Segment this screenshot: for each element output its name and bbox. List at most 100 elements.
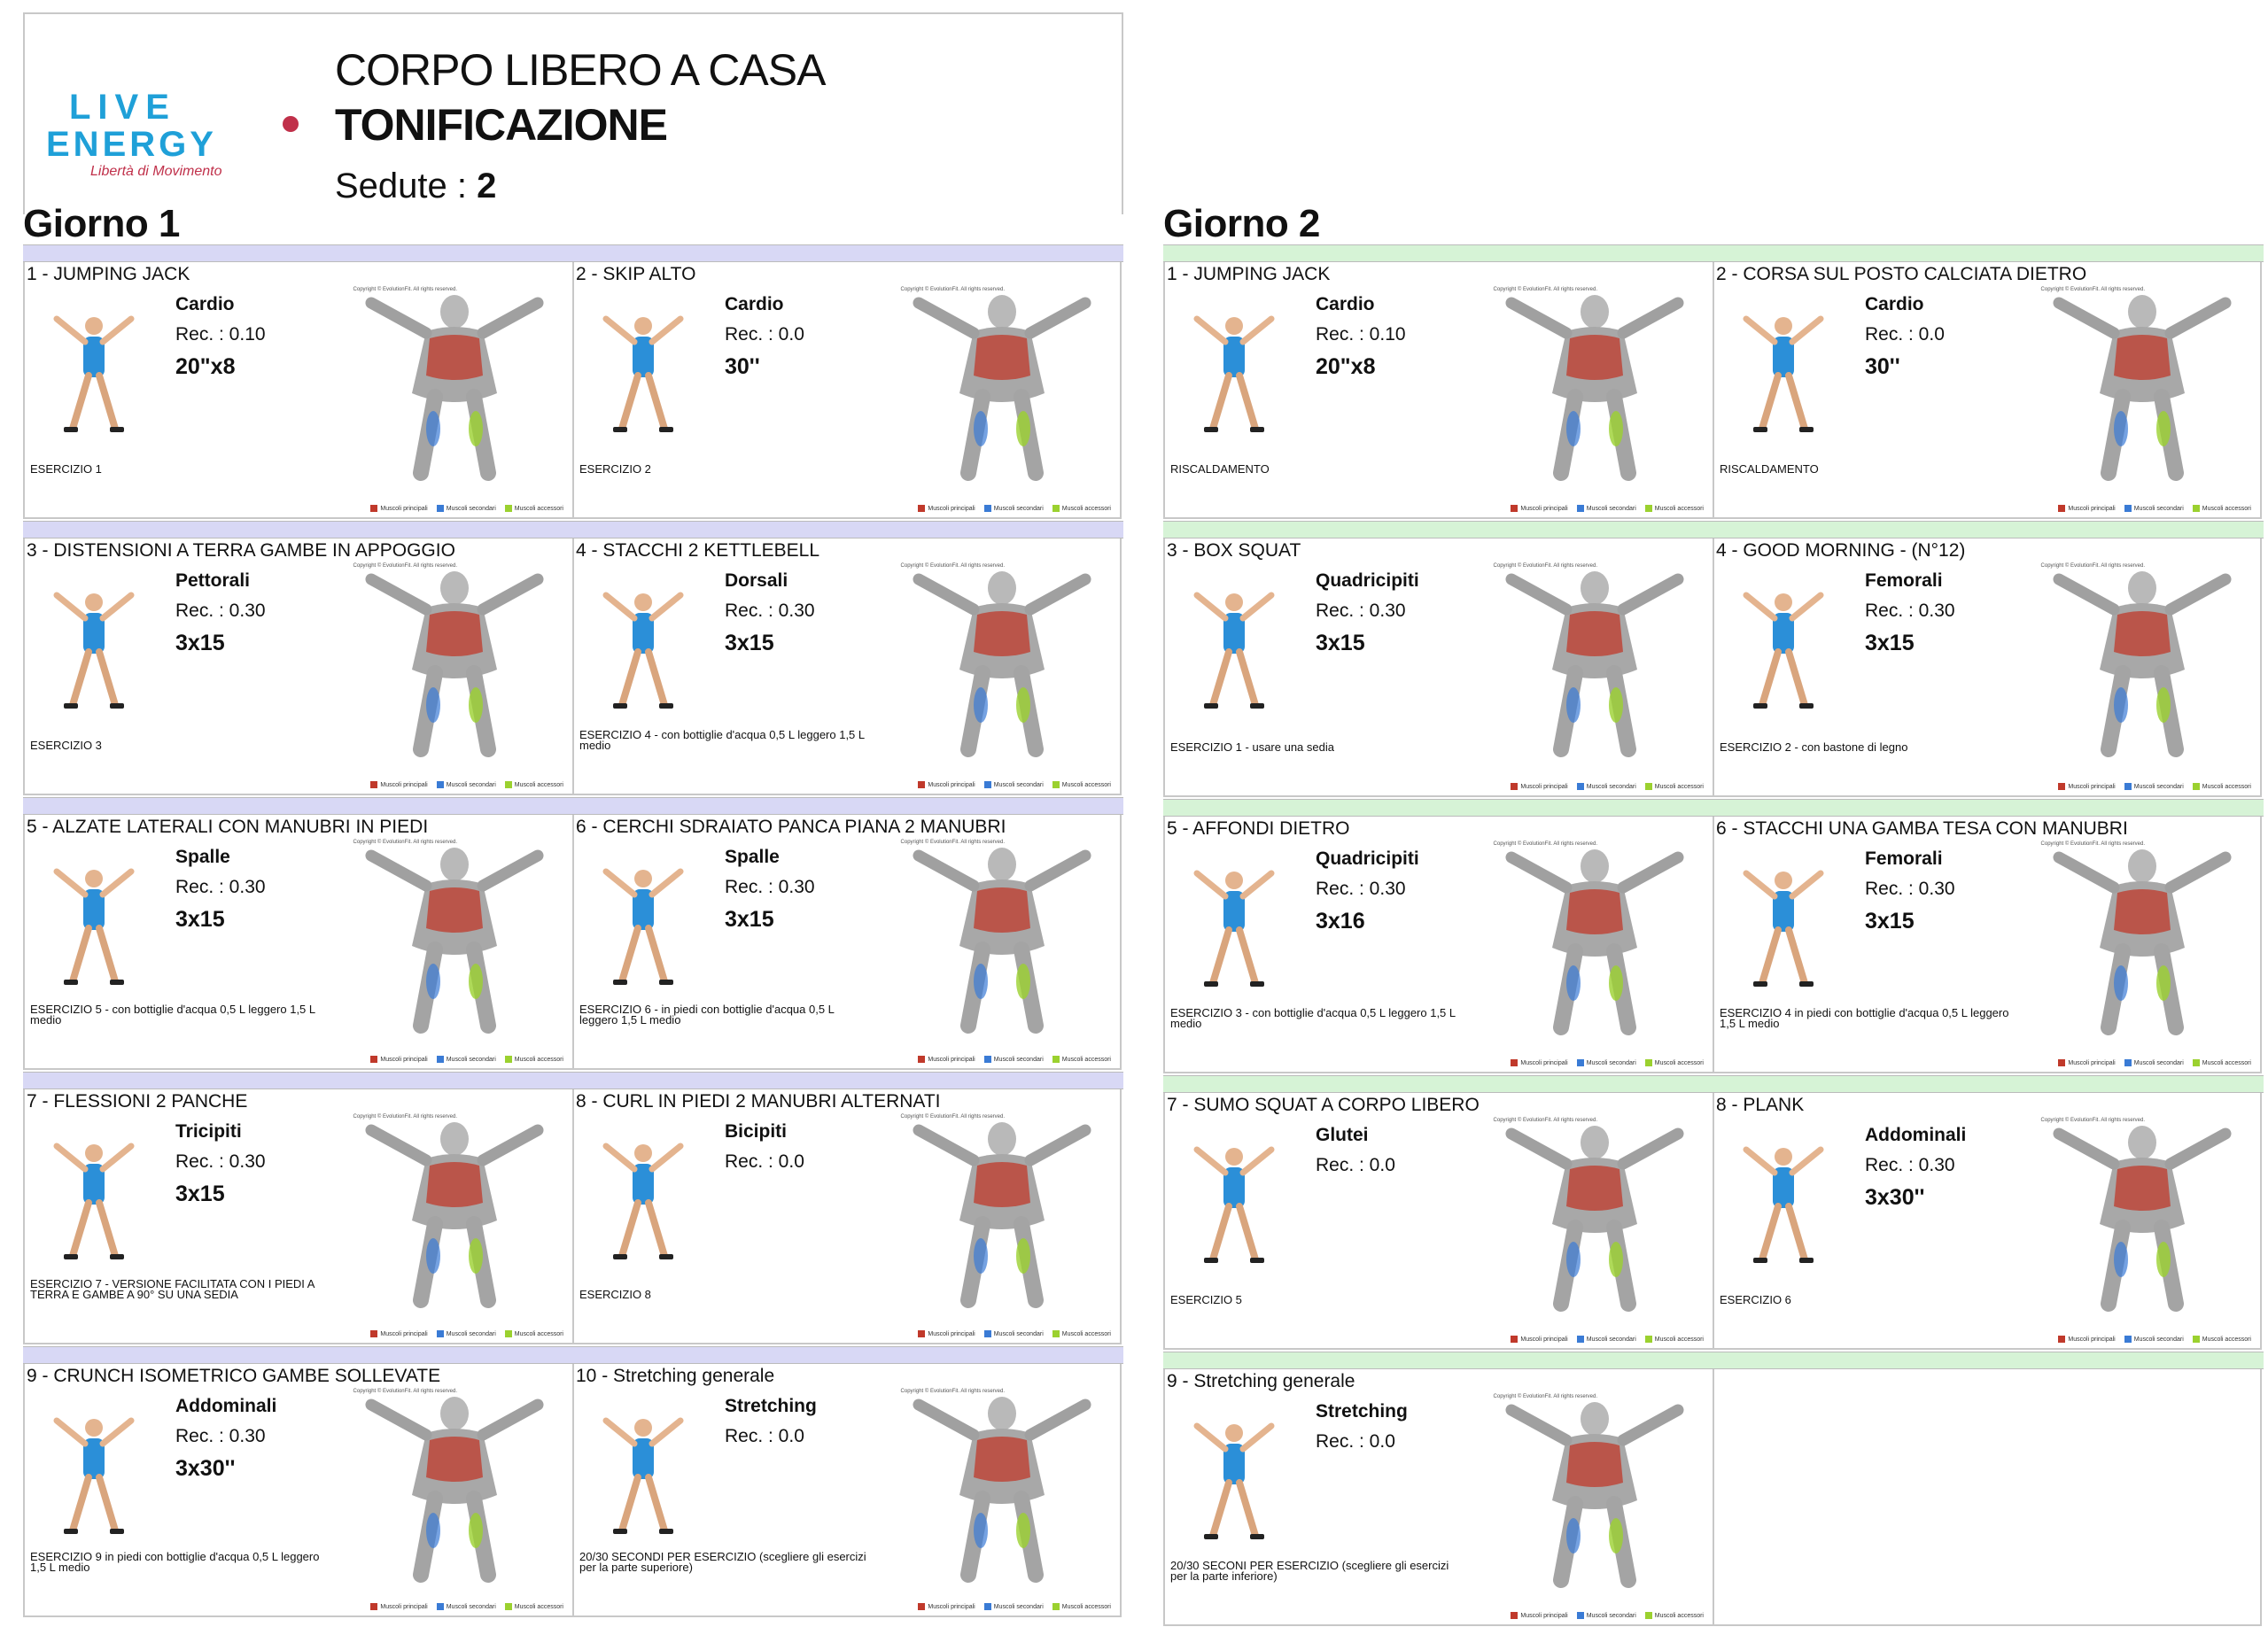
band-separator	[1163, 1075, 2264, 1093]
legend-swatch-secondary	[436, 505, 444, 512]
legend-label-primary: Muscoli principali	[1520, 1336, 1568, 1343]
stretching-grid	[602, 1417, 684, 1534]
legend-item-accessory: Muscoli accessori	[1052, 1330, 1111, 1337]
rest-time: Rec. : 0.0	[725, 1151, 804, 1172]
legend-swatch-secondary	[436, 1603, 444, 1610]
legend-item-primary: Muscoli principali	[370, 1056, 428, 1063]
exercise-card: 6 - CERCHI SDRAIATO PANCA PIANA 2 MANUBR…	[572, 815, 1122, 1070]
exercise-title: 3 - DISTENSIONI A TERRA GAMBE IN APPOGGI…	[27, 540, 455, 561]
rest-time: Rec. : 0.0	[1316, 1431, 1395, 1452]
exercise-title: 10 - Stretching generale	[576, 1366, 775, 1386]
bench-dips-figure	[53, 1143, 135, 1259]
legend-item-primary: Muscoli principali	[1511, 505, 1568, 512]
legend-swatch-primary	[1511, 1336, 1518, 1343]
legend-label-primary: Muscoli principali	[1520, 505, 1568, 512]
legend-swatch-secondary	[2124, 1059, 2132, 1066]
band-separator	[23, 1072, 1123, 1089]
legend-label-accessory: Muscoli accessori	[1061, 1603, 1111, 1610]
legend-item-primary: Muscoli principali	[918, 1603, 975, 1610]
exercise-title: 1 - JUMPING JACK	[27, 264, 190, 284]
muscle-anatomy-image	[2053, 849, 2232, 1035]
rest-time: Rec. : 0.30	[725, 877, 815, 897]
rest-time: Rec. : 0.30	[175, 1426, 266, 1446]
sets-reps: 3x15	[725, 907, 774, 932]
exercise-note: ESERCIZIO 5 - con bottiglie d'acqua 0,5 …	[30, 1003, 315, 1027]
plank-figure	[1743, 1146, 1824, 1263]
sets-reps: 3x15	[1316, 631, 1365, 655]
stretching-grid	[1193, 1422, 1275, 1539]
copyright-text: Copyright © EvolutionFit. All rights res…	[900, 1389, 1005, 1394]
copyright-text: Copyright © EvolutionFit. All rights res…	[1493, 1394, 1597, 1399]
legend-swatch-primary	[370, 1056, 378, 1063]
legend-item-primary: Muscoli principali	[370, 505, 428, 512]
legend-item-secondary: Muscoli secondari	[1576, 505, 1636, 512]
exercise-title: 5 - AFFONDI DIETRO	[1167, 818, 1350, 839]
legend-label-primary: Muscoli principali	[380, 1056, 428, 1063]
exercise-note: ESERCIZIO 2	[579, 462, 651, 476]
rest-time: Rec. : 0.30	[1865, 1155, 1955, 1175]
muscle-anatomy-image	[913, 1122, 1091, 1308]
legend-item-primary: Muscoli principali	[2058, 1059, 2116, 1066]
target-muscle: Cardio	[1316, 294, 1375, 314]
muscle-anatomy-image	[365, 1122, 544, 1308]
page-title: CORPO LIBERO A CASA TONIFICAZIONE	[335, 43, 826, 152]
legend-swatch-primary	[918, 505, 926, 512]
empty-cell	[1713, 1369, 2262, 1626]
legend-label-secondary: Muscoli secondari	[446, 781, 496, 788]
copyright-text: Copyright © EvolutionFit. All rights res…	[1493, 563, 1597, 569]
exercise-title: 7 - SUMO SQUAT A CORPO LIBERO	[1167, 1095, 1480, 1115]
sumo-squat-figure	[1193, 1146, 1275, 1263]
legend-swatch-secondary	[1576, 1612, 1584, 1619]
legend-label-secondary: Muscoli secondari	[446, 1603, 496, 1610]
exercise-title: 1 - JUMPING JACK	[1167, 264, 1331, 284]
exercise-title: 2 - CORSA SUL POSTO CALCIATA DIETRO	[1716, 264, 2087, 284]
legend-item-accessory: Muscoli accessori	[1644, 1612, 1704, 1619]
exercise-note: ESERCIZIO 9 in piedi con bottiglie d'acq…	[30, 1550, 320, 1574]
legend-item-secondary: Muscoli secondari	[1576, 1059, 1636, 1066]
logo-line2: ENERGY	[46, 125, 217, 164]
legend-swatch-primary	[370, 505, 378, 512]
muscle-anatomy-image	[365, 295, 544, 481]
legend-swatch-secondary	[2124, 505, 2132, 512]
exercise-note: 20/30 SECONI PER ESERCIZIO (scegliere gl…	[1170, 1559, 1449, 1583]
band-separator	[23, 521, 1123, 538]
legend-item-accessory: Muscoli accessori	[1644, 1059, 1704, 1066]
band-separator	[23, 244, 1123, 262]
target-muscle: Cardio	[1865, 294, 1924, 314]
exercise-row: 3 - DISTENSIONI A TERRA GAMBE IN APPOGGI…	[23, 538, 1122, 795]
jumping-jack-figure	[53, 315, 135, 432]
legend-label-secondary: Muscoli secondari	[2133, 505, 2184, 512]
good-morning-figure	[1743, 592, 1824, 709]
day2-title: Giorno 2	[1163, 202, 1320, 245]
sets-reps: 3x16	[1316, 909, 1365, 934]
sets-reps: 20"x8	[175, 354, 236, 379]
legend-swatch-accessory	[504, 1603, 512, 1610]
sessions-count: Sedute : 2	[335, 167, 496, 206]
legend-item-primary: Muscoli principali	[918, 1056, 975, 1063]
rest-time: Rec. : 0.30	[175, 1151, 266, 1172]
legend-swatch-primary	[1511, 783, 1518, 790]
legend-item-primary: Muscoli principali	[370, 781, 428, 788]
legend-item-accessory: Muscoli accessori	[1644, 505, 1704, 512]
legend-swatch-secondary	[983, 1056, 991, 1063]
legend-swatch-accessory	[1052, 1330, 1060, 1337]
exercise-note: ESERCIZIO 8	[579, 1288, 651, 1301]
legend-swatch-primary	[2058, 1336, 2066, 1343]
band-separator	[23, 797, 1123, 815]
exercise-title: 3 - BOX SQUAT	[1167, 540, 1301, 561]
exercise-title: 7 - FLESSIONI 2 PANCHE	[27, 1091, 248, 1112]
exercise-row: 5 - ALZATE LATERALI CON MANUBRI IN PIEDI…	[23, 815, 1122, 1070]
exercise-title: 9 - Stretching generale	[1167, 1371, 1355, 1391]
legend-item-secondary: Muscoli secondari	[1576, 1612, 1636, 1619]
target-muscle: Femorali	[1865, 848, 1943, 869]
legend-label-accessory: Muscoli accessori	[1654, 1336, 1704, 1343]
